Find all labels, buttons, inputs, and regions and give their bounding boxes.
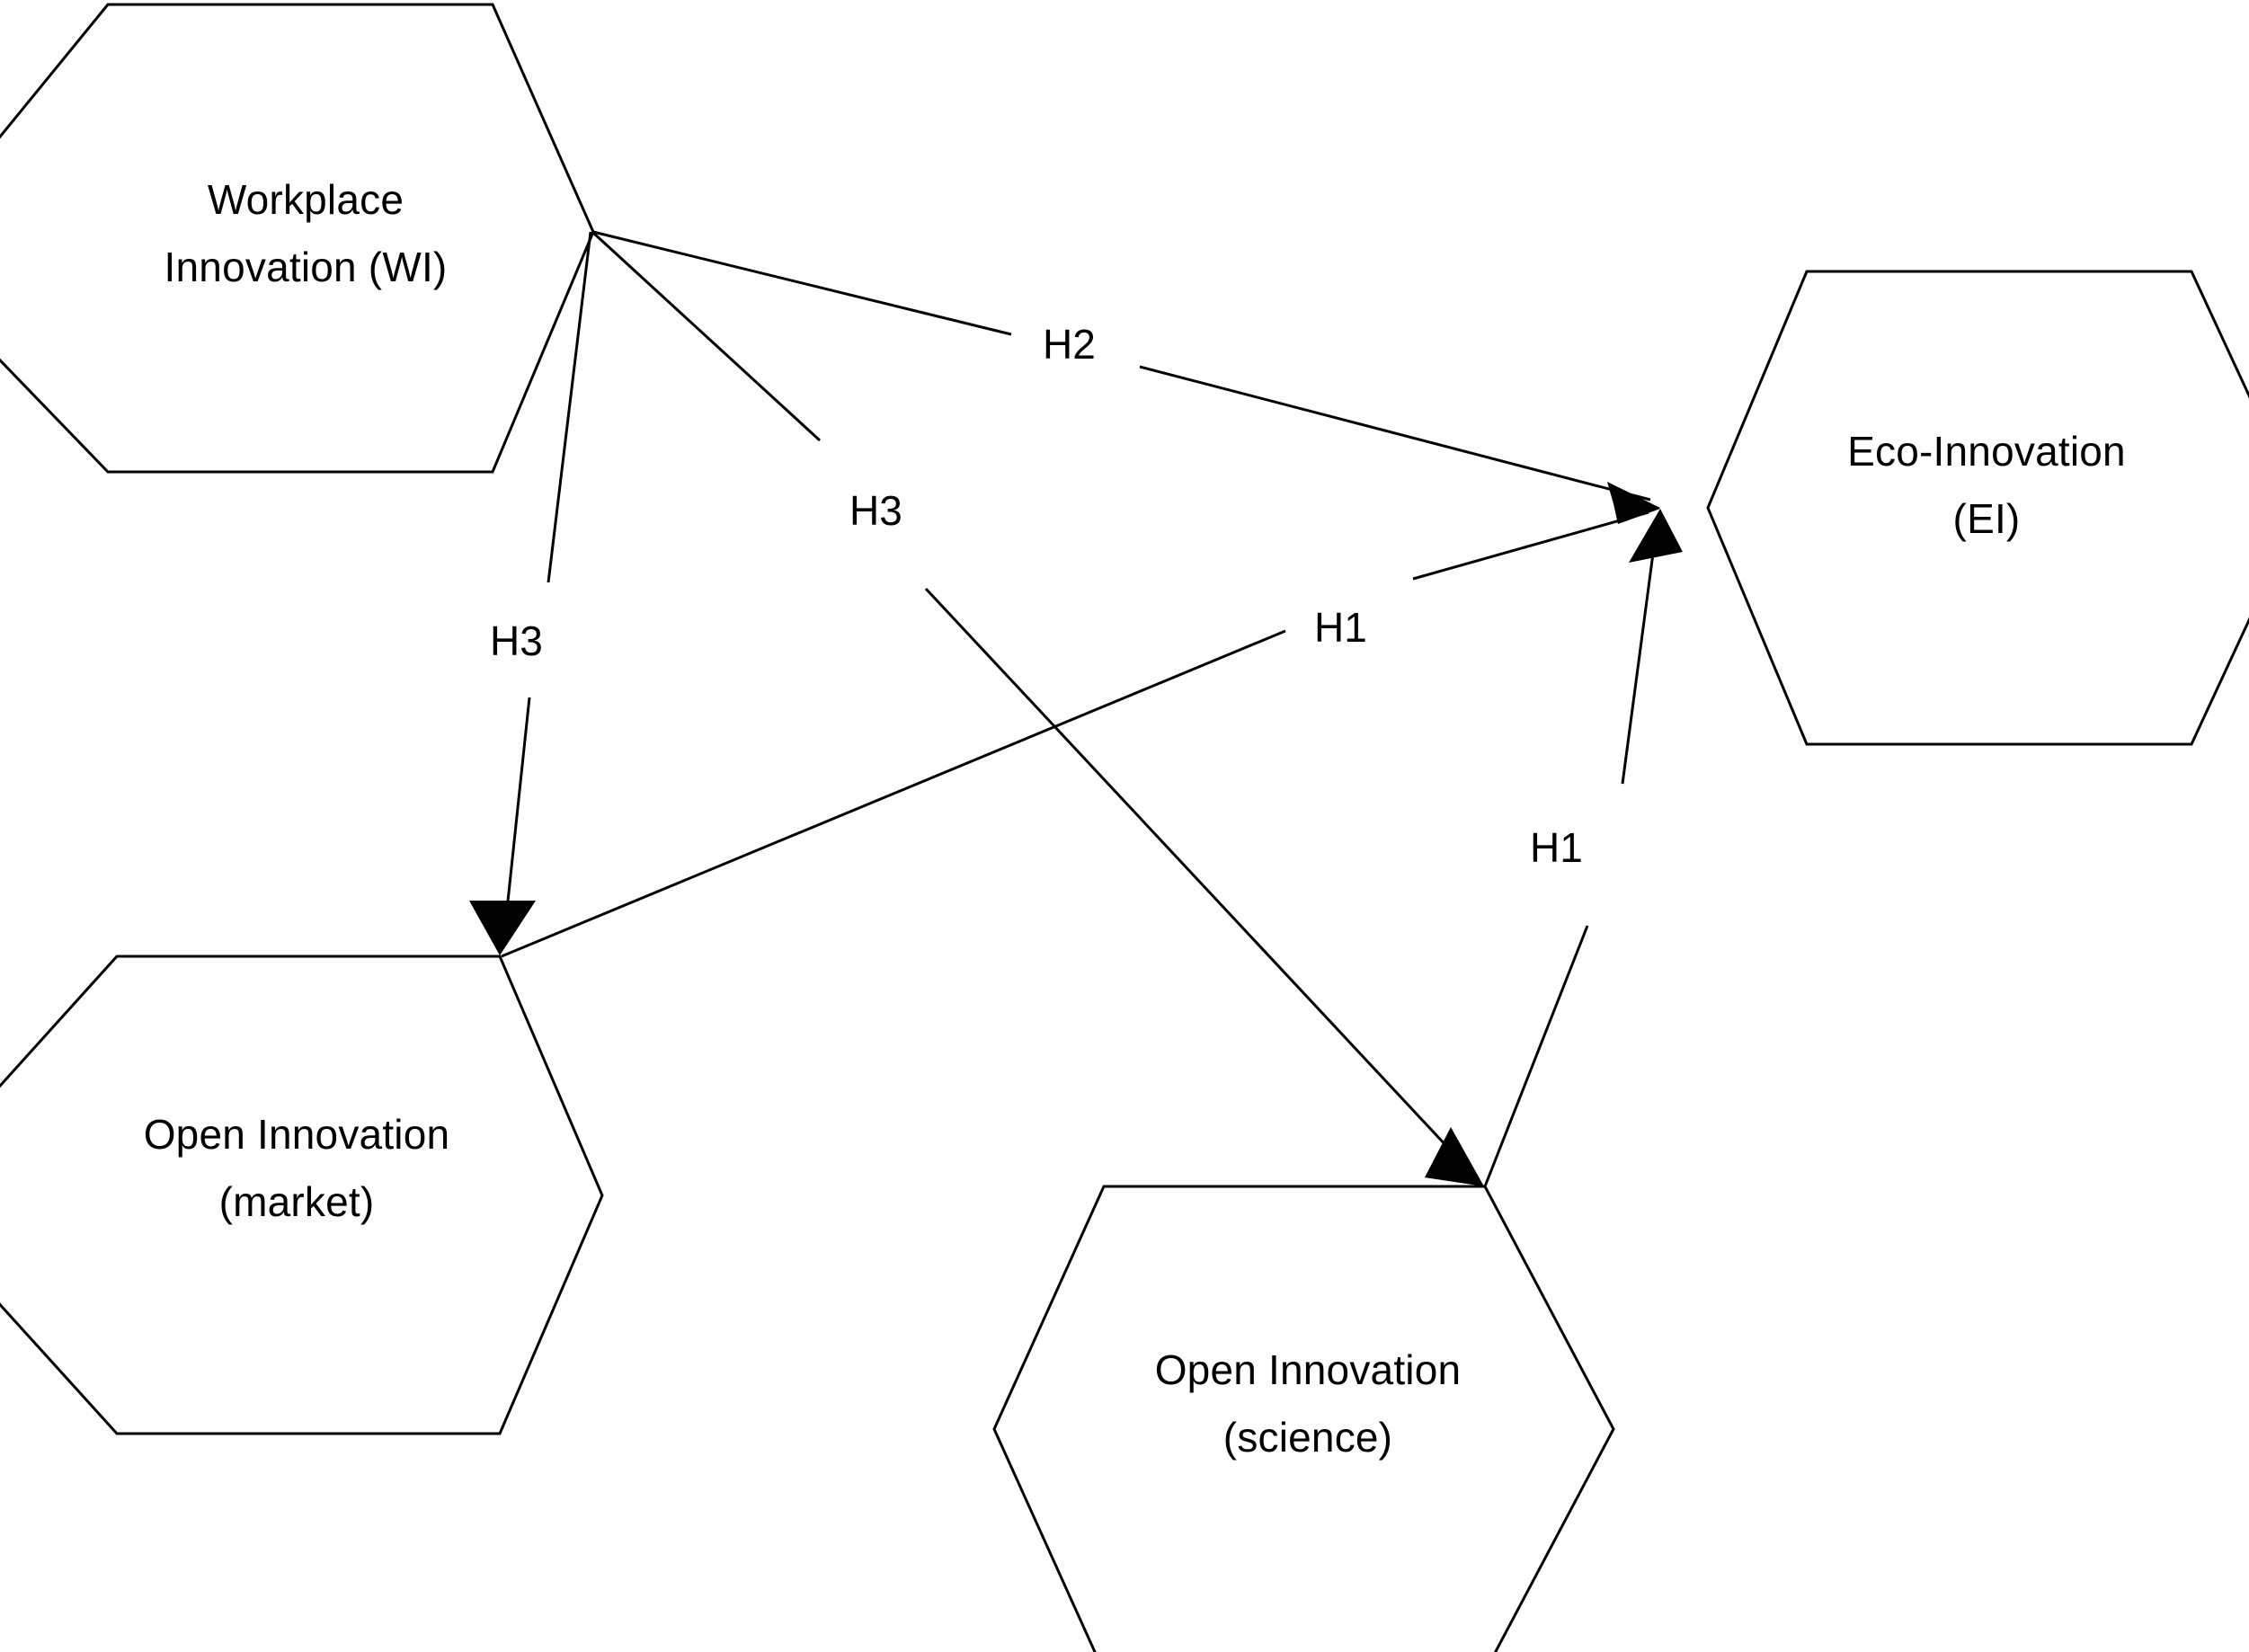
edge-h3-science[interactable] <box>591 231 1484 1186</box>
edge-h1-science[interactable] <box>1483 509 1683 1187</box>
hexagon-open-innovation-science[interactable] <box>992 1185 1615 1652</box>
edge-label-h3-science[interactable]: H3 <box>849 487 902 534</box>
edge-h2[interactable] <box>592 230 1660 520</box>
edge-h1-market[interactable] <box>501 484 1660 958</box>
edge-label-h2[interactable]: H2 <box>1043 321 1096 368</box>
hexagon-workplace-innovation[interactable] <box>0 3 595 474</box>
edge-label-h3-market[interactable]: H3 <box>490 617 543 664</box>
edge-label-h1-market[interactable]: H1 <box>1314 604 1367 651</box>
hexagon-open-innovation-market[interactable] <box>0 955 604 1435</box>
hexagon-eco-innovation[interactable] <box>1706 270 2249 746</box>
edge-h3-market[interactable] <box>469 231 592 955</box>
edge-label-h1-science[interactable]: H1 <box>1530 824 1583 871</box>
